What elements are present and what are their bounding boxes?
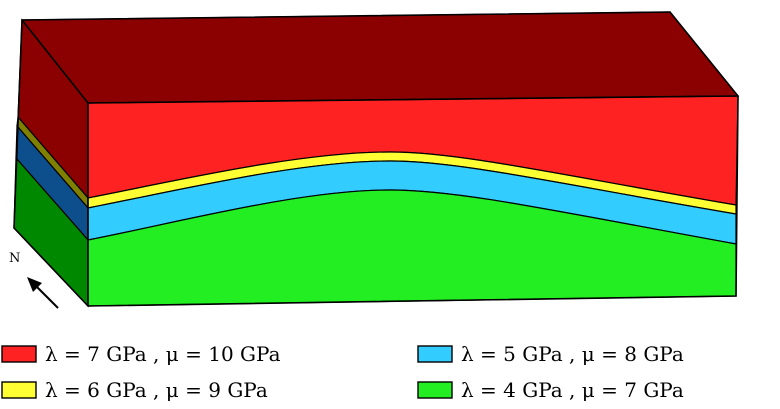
legend-label-green: λ = 4 GPa , μ = 7 GPa [461,378,684,402]
top-face [20,11,740,104]
front-face [87,95,739,307]
north-label: N [9,251,20,266]
legend-swatch-red [1,345,37,363]
legend: λ = 7 GPa , μ = 10 GPa λ = 5 GPa , μ = 8… [1,342,684,402]
north-arrow-icon [27,277,59,309]
legend-swatch-green [417,381,453,399]
legend-swatch-yellow [1,381,37,399]
legend-label-blue: λ = 5 GPa , μ = 8 GPa [461,342,684,366]
north-indicator: N [9,251,59,309]
left-side-face [13,18,89,308]
legend-item-green: λ = 4 GPa , μ = 7 GPa [417,378,684,402]
legend-label-red: λ = 7 GPa , μ = 10 GPa [45,342,281,366]
front-green-layer [87,189,737,307]
legend-label-yellow: λ = 6 GPa , μ = 9 GPa [45,378,268,402]
legend-item-red: λ = 7 GPa , μ = 10 GPa [1,342,281,366]
legend-swatch-blue [417,345,453,363]
legend-item-yellow: λ = 6 GPa , μ = 9 GPa [1,378,268,402]
block-outline [13,11,739,307]
legend-item-blue: λ = 5 GPa , μ = 8 GPa [417,342,684,366]
